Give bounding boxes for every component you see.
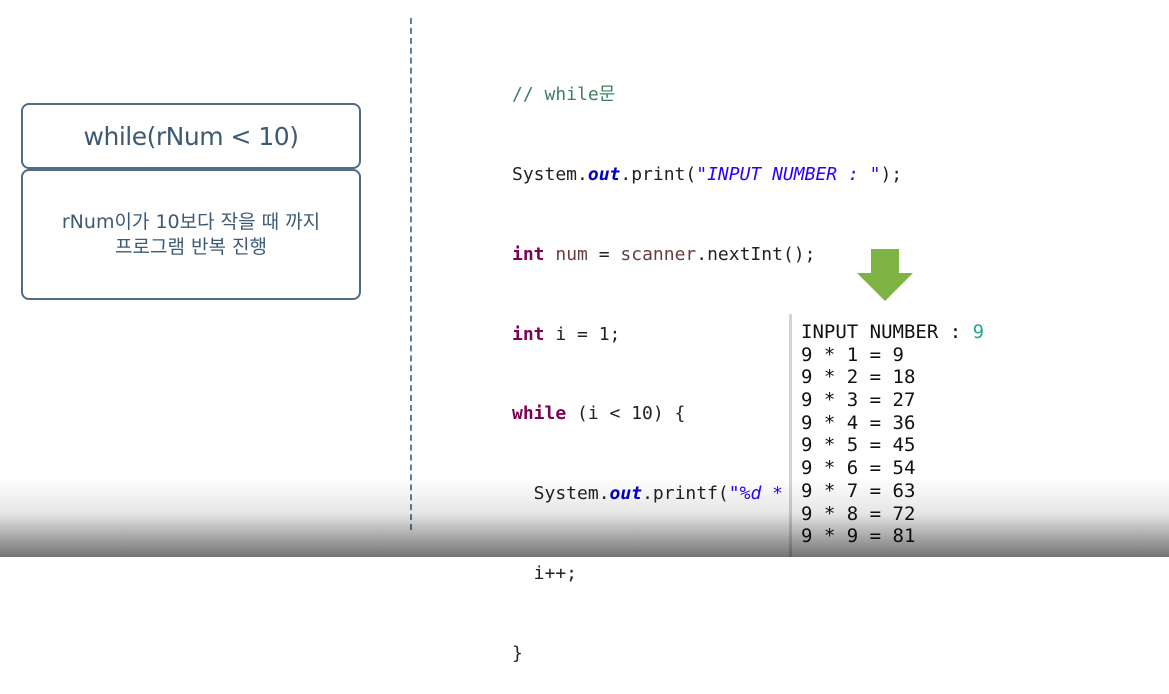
code-token: } — [512, 642, 523, 664]
code-keyword: int — [512, 323, 545, 345]
code-token: i++; — [512, 562, 578, 584]
console-line: 9 * 1 = 9 — [801, 343, 904, 366]
code-token: out — [609, 483, 643, 505]
code-token: i = 1; — [544, 323, 621, 345]
console-input-value: 9 — [972, 321, 985, 343]
console-line: 9 * 4 = 36 — [801, 411, 916, 434]
code-token: out — [587, 163, 621, 185]
code-line-3: int num = scanner.nextInt(); — [512, 242, 1130, 269]
code-line-5: while (i < 10) { — [512, 401, 1130, 428]
console-line: 9 * 3 = 27 — [801, 389, 916, 412]
while-condition-box: while(rNum < 10) — [21, 103, 361, 169]
console-prompt-line: INPUT NUMBER : 9 — [801, 321, 1169, 344]
while-condition-text: while(rNum < 10) — [83, 121, 299, 151]
code-token: .nextInt(); — [696, 243, 816, 265]
description-line-2: 프로그램 반복 진행 — [115, 235, 267, 258]
console-output: INPUT NUMBER : 9 9 * 1 = 9 9 * 2 = 18 9 … — [789, 314, 1169, 557]
code-token: = — [587, 243, 621, 265]
code-token: System. — [512, 483, 610, 505]
description-line-1: rNum이가 10보다 작을 때 까지 — [61, 210, 321, 233]
console-line: 9 * 6 = 54 — [801, 457, 916, 480]
description-box: rNum이가 10보다 작을 때 까지 프로그램 반복 진행 — [21, 169, 361, 300]
code-token: (i < 10) { — [566, 403, 686, 425]
code-line-7: i++; — [512, 561, 1130, 588]
code-line-8: } — [512, 641, 1130, 668]
arrow-down-icon — [857, 249, 913, 301]
code-line-4: int i = 1; — [512, 322, 1130, 349]
console-line: 9 * 8 = 72 — [801, 502, 916, 525]
code-token: System. — [512, 163, 588, 185]
code-variable: num — [555, 243, 588, 265]
code-string: "INPUT NUMBER : " — [696, 163, 881, 185]
code-variable: scanner — [620, 243, 697, 265]
code-line-1: // while문 — [512, 82, 1130, 109]
console-line: 9 * 5 = 45 — [801, 434, 916, 457]
code-line-2: System.out.print("INPUT NUMBER : "); — [512, 162, 1130, 189]
code-token: .printf( — [642, 483, 729, 505]
code-token: ); — [880, 163, 903, 185]
console-line: 9 * 2 = 18 — [801, 366, 916, 389]
console-line: 9 * 7 = 63 — [801, 479, 916, 502]
code-keyword: int — [512, 243, 545, 265]
code-comment: // while문 — [512, 84, 616, 106]
code-token: .print( — [620, 163, 697, 185]
dashed-divider — [410, 18, 412, 530]
code-keyword: while — [512, 403, 567, 425]
console-line: 9 * 9 = 81 — [801, 525, 916, 548]
console-prompt: INPUT NUMBER : — [801, 321, 973, 343]
